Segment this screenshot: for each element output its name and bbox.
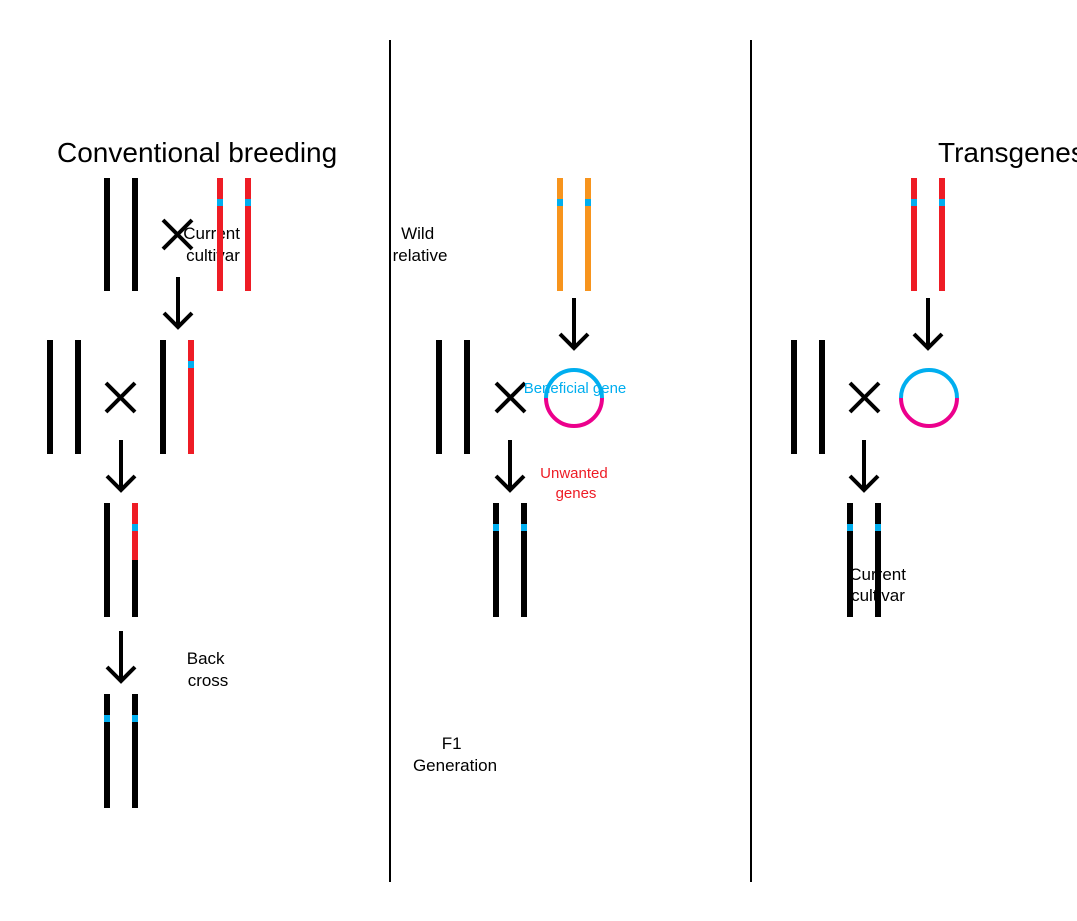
label-back-cross: Back cross <box>187 649 230 690</box>
beneficial-gene-marker <box>217 199 223 206</box>
label-current-cultivar-top: Current cultivar <box>183 224 244 265</box>
arrow-down-right-1 <box>912 298 944 351</box>
arrow-down-3 <box>105 631 137 684</box>
label-wild-relative: Wild relative <box>393 224 448 265</box>
plasmid-middle <box>544 368 604 428</box>
chromosome-pair-wild-red <box>217 178 251 291</box>
cross-symbol-row2 <box>104 381 137 414</box>
chromosome-pair-middle-result <box>493 503 527 617</box>
chromosome-pair-right-result <box>847 503 881 617</box>
label-f1-generation: F1 Generation <box>413 734 497 775</box>
chromosome-pair-orange <box>557 178 591 291</box>
cross-symbol-top <box>161 218 194 251</box>
chromosome-pair-final-conventional <box>104 694 138 808</box>
chromosome-pair-red-right <box>911 178 945 291</box>
title-conventional-breeding: Conventional breeding <box>57 137 337 168</box>
chromosome-pair-cultivar-right <box>791 340 825 454</box>
arrow-down-middle-2 <box>494 440 526 493</box>
label-current-cultivar-bottom: Current cultivar <box>849 565 910 605</box>
label-unwanted-genes: Unwanted genes <box>540 465 612 502</box>
arrow-down-1 <box>162 277 194 330</box>
cross-symbol-middle <box>494 381 527 414</box>
chromosome-pair-hybrid-row2 <box>160 340 194 454</box>
chromosome-pair-row3 <box>104 503 138 617</box>
title-transgenesis: Transgenesis <box>938 137 1077 168</box>
arrow-down-right-2 <box>848 440 880 493</box>
arrow-down-2 <box>105 440 137 493</box>
label-beneficial-gene: Beneficial gene <box>524 380 627 397</box>
beneficial-gene-marker <box>245 199 251 206</box>
chromosome-pair-cultivar-middle <box>436 340 470 454</box>
chromosome-pair-cultivar-row2 <box>47 340 81 454</box>
arrow-down-middle-1 <box>558 298 590 351</box>
plasmid-right <box>899 368 959 428</box>
cross-symbol-right <box>848 381 881 414</box>
chromosome-pair-cultivar-top <box>104 178 138 291</box>
